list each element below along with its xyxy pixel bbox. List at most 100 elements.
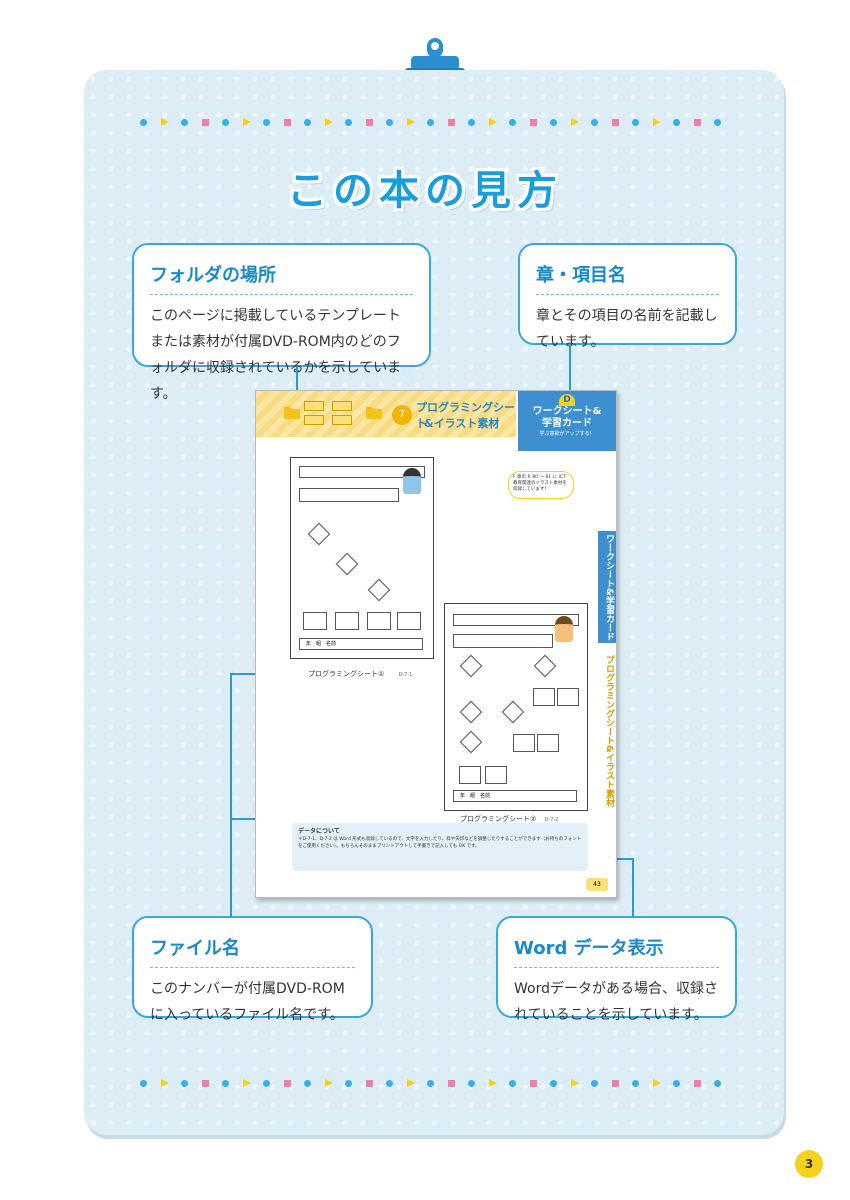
connector-chapter bbox=[569, 345, 571, 400]
girl-character-icon bbox=[403, 468, 421, 494]
decoration-mark bbox=[570, 118, 579, 126]
decorative-border-top bbox=[140, 118, 730, 128]
name-row-1: 年 組 名前 bbox=[299, 638, 423, 650]
speech-bubble: F 章の P. 80 ～ 81 に ICT 教育関連のイラスト素材を収録していま… bbox=[508, 471, 574, 499]
decoration-mark bbox=[611, 119, 619, 126]
word-data-heading: Word データ表示 bbox=[514, 934, 719, 968]
decoration-mark bbox=[283, 119, 291, 126]
decoration-mark bbox=[714, 1080, 721, 1087]
decoration-mark bbox=[201, 119, 209, 126]
decoration-mark bbox=[652, 1079, 661, 1087]
decoration-mark bbox=[632, 119, 639, 126]
worksheet-thumbnail-1: 年 組 名前 bbox=[290, 457, 434, 659]
decoration-mark bbox=[693, 1080, 701, 1087]
decoration-mark bbox=[365, 119, 373, 126]
sample-page: 7 プログラミングシート &イラスト素材 D ワークシート& 学習カード 学ぶ意… bbox=[255, 390, 617, 898]
section-header-band: 7 プログラミングシート &イラスト素材 bbox=[256, 391, 516, 437]
decoration-mark bbox=[427, 1080, 434, 1087]
decoration-mark bbox=[673, 119, 680, 126]
data-note-panel: データについて ＊D-7-1、D-7-2 は Word 形式も収録しているので、… bbox=[292, 823, 588, 871]
chapter-letter: D bbox=[559, 394, 575, 406]
page-title: この本の見方 bbox=[287, 168, 563, 214]
decoration-mark bbox=[488, 118, 497, 126]
folder-icon bbox=[366, 407, 382, 419]
decoration-mark bbox=[693, 119, 701, 126]
decoration-mark bbox=[222, 1080, 229, 1087]
file-name-box: ファイル名 このナンバーが付属DVD-ROMに入っているファイル名です。 bbox=[132, 916, 373, 1023]
decoration-mark bbox=[714, 119, 721, 126]
decoration-mark bbox=[529, 119, 537, 126]
decoration-mark bbox=[488, 1079, 497, 1087]
word-data-text: Wordデータがある場合、収録されていることを示しています。 bbox=[514, 981, 718, 1023]
file-name-heading: ファイル名 bbox=[150, 934, 355, 968]
chapter-title-2: 学習カード bbox=[542, 418, 592, 429]
folder-location-heading: フォルダの場所 bbox=[150, 261, 413, 295]
word-data-box: Word データ表示 Wordデータがある場合、収録されていることを示しています… bbox=[496, 916, 737, 1023]
decoration-mark bbox=[406, 1079, 415, 1087]
decoration-mark bbox=[324, 1079, 333, 1087]
decoration-mark bbox=[345, 119, 352, 126]
sample-page-number: 43 bbox=[586, 878, 608, 891]
name-row-2: 年 組 名前 bbox=[453, 790, 577, 802]
chapter-name-heading: 章・項目名 bbox=[536, 261, 719, 295]
decoration-mark bbox=[242, 118, 251, 126]
chapter-name-text: 章とその項目の名前を記載しています。 bbox=[536, 308, 718, 350]
data-note-body: ＊D-7-1、D-7-2 は Word 形式も収録しているので、文字を入力したり… bbox=[298, 837, 582, 849]
decoration-mark bbox=[509, 1080, 516, 1087]
decoration-mark bbox=[591, 1080, 598, 1087]
caption-sheet-1: プログラミングシート① D-7-1 bbox=[308, 669, 412, 679]
decoration-mark bbox=[386, 119, 393, 126]
decoration-mark bbox=[447, 1080, 455, 1087]
decoration-mark bbox=[345, 1080, 352, 1087]
decoration-mark bbox=[304, 119, 311, 126]
section-title-2: &イラスト素材 bbox=[424, 417, 500, 430]
chapter-header: D ワークシート& 学習カード 学ぶ意欲がアップする！ bbox=[518, 391, 616, 451]
file-name-text: このナンバーが付属DVD-ROMに入っているファイル名です。 bbox=[150, 981, 345, 1023]
decoration-mark bbox=[365, 1080, 373, 1087]
worksheet-thumbnail-2: 年 組 名前 bbox=[444, 603, 588, 811]
decoration-mark bbox=[263, 1080, 270, 1087]
caption-sheet-1-label: プログラミングシート① bbox=[308, 670, 385, 678]
decoration-mark bbox=[406, 118, 415, 126]
folder-location-box: フォルダの場所 このページに掲載しているテンプレートまたは素材が付属DVD-RO… bbox=[132, 243, 431, 402]
decoration-mark bbox=[304, 1080, 311, 1087]
decoration-mark bbox=[263, 119, 270, 126]
decoration-mark bbox=[529, 1080, 537, 1087]
decoration-mark bbox=[324, 118, 333, 126]
decoration-mark bbox=[140, 119, 147, 126]
decoration-mark bbox=[283, 1080, 291, 1087]
decoration-mark bbox=[611, 1080, 619, 1087]
file-number-1: D-7-1 bbox=[398, 672, 413, 678]
decoration-mark bbox=[222, 119, 229, 126]
folder-icon bbox=[284, 407, 300, 419]
connector-folder bbox=[296, 367, 298, 403]
decoration-mark bbox=[201, 1080, 209, 1087]
decoration-mark bbox=[509, 119, 516, 126]
page-number-badge: 3 bbox=[795, 1150, 823, 1178]
decoration-mark bbox=[468, 119, 475, 126]
decoration-mark bbox=[447, 119, 455, 126]
caption-sheet-2-label: プログラミングシート② bbox=[460, 815, 537, 823]
chapter-name-box: 章・項目名 章とその項目の名前を記載しています。 bbox=[518, 243, 737, 350]
data-note-title: データについて bbox=[298, 828, 340, 835]
caption-sheet-2: プログラミングシート② D-7-2 bbox=[460, 814, 558, 824]
boy-character-icon bbox=[555, 616, 573, 642]
decoration-mark bbox=[386, 1080, 393, 1087]
decoration-mark bbox=[160, 118, 169, 126]
file-number-2: D-7-2 bbox=[544, 817, 559, 823]
chapter-subtitle: 学ぶ意欲がアップする！ bbox=[539, 431, 595, 437]
decoration-mark bbox=[570, 1079, 579, 1087]
side-tab-chapter: ワークシート&学習カード bbox=[598, 531, 616, 643]
decoration-mark bbox=[181, 1080, 188, 1087]
decoration-mark bbox=[550, 1080, 557, 1087]
decoration-mark bbox=[468, 1080, 475, 1087]
section-number-badge: 7 bbox=[392, 405, 412, 425]
connector-word-v bbox=[632, 858, 634, 917]
decorative-border-bottom bbox=[140, 1079, 730, 1089]
decoration-mark bbox=[427, 119, 434, 126]
folder-path-chips bbox=[304, 401, 360, 425]
connector-file-v bbox=[230, 673, 232, 917]
side-tab-section: プログラミングシート&イラスト素材 bbox=[598, 651, 616, 811]
decoration-mark bbox=[140, 1080, 147, 1087]
decoration-mark bbox=[632, 1080, 639, 1087]
